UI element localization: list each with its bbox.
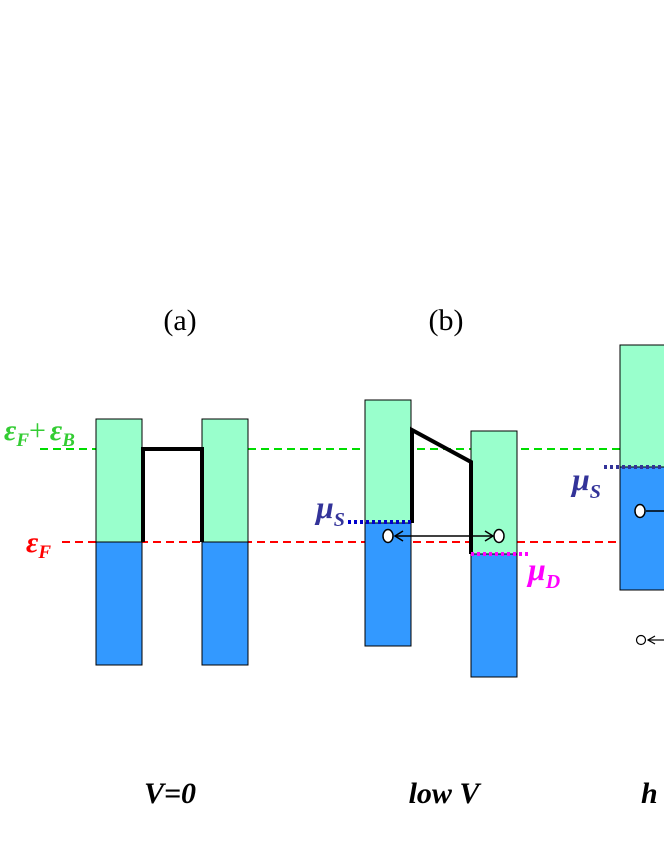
electron-state-c — [634, 503, 646, 519]
panel-a-barrier — [141, 447, 204, 542]
fermi-level-label: εF — [26, 526, 51, 563]
mu-s-label-c: μS — [570, 461, 601, 503]
mu-d-label-b: μD — [526, 551, 560, 593]
panel-label-b: (b) — [429, 304, 464, 337]
electron-state-left-b — [382, 528, 394, 544]
tunneling-arrow-b — [393, 530, 495, 542]
panel-label-a: (a) — [163, 304, 196, 337]
panel-b-right-lead — [470, 430, 518, 678]
panel-a-right-lead — [201, 418, 249, 666]
tunneling-arrow-c-low — [635, 634, 664, 646]
mu-s-label-b: μS — [314, 489, 345, 531]
panel-c-left-lead — [619, 344, 664, 591]
bias-label-a: V=0 — [144, 777, 196, 810]
bias-label-b: low V — [409, 777, 483, 810]
bias-label-c: h — [641, 777, 658, 810]
barrier-level-label: εF+εB — [4, 414, 75, 451]
panel-b-barrier — [410, 426, 473, 554]
electron-state-right-b — [493, 528, 505, 544]
panel-a-left-lead — [95, 418, 143, 666]
